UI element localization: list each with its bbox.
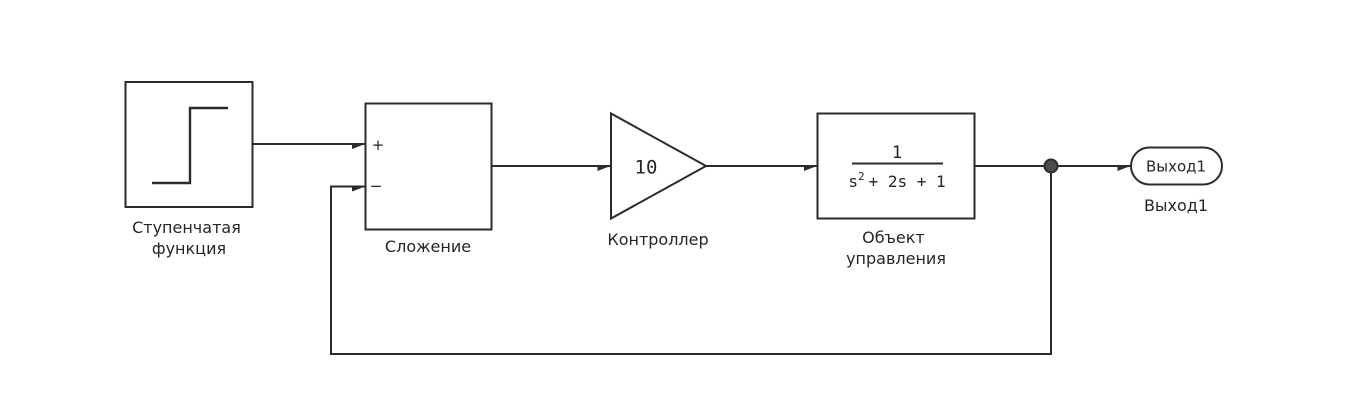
plant-block[interactable]: 1 s2+ 2s + 1 Объект управления bbox=[816, 112, 976, 269]
outport-block-body[interactable] bbox=[1130, 146, 1223, 186]
sum-port-minus: − bbox=[370, 177, 383, 195]
tf-denominator: s2+ 2s + 1 bbox=[848, 170, 945, 191]
gain-block-label: Контроллер bbox=[607, 230, 708, 249]
sum-port-plus: + bbox=[372, 136, 385, 154]
wire-feedback[interactable] bbox=[330, 166, 1052, 355]
step-block-label: Ступенчатая функция bbox=[132, 218, 246, 258]
branch-junction[interactable] bbox=[1043, 158, 1059, 174]
step-signal-icon bbox=[152, 106, 228, 185]
tf-numerator: 1 bbox=[892, 143, 902, 163]
gain-value: 10 bbox=[635, 157, 658, 179]
plant-block-label: Объект управления bbox=[846, 228, 946, 268]
gain-block[interactable]: 10 Контроллер bbox=[607, 111, 709, 250]
sum-block-body[interactable] bbox=[364, 102, 493, 231]
sum-block-label: Сложение bbox=[385, 237, 471, 256]
sum-block[interactable]: + − Сложение bbox=[364, 102, 493, 257]
step-block[interactable]: Ступенчатая функция bbox=[124, 81, 254, 258]
outport-block-label: Выход1 bbox=[1144, 196, 1208, 215]
plant-block-body[interactable] bbox=[816, 112, 976, 220]
outport-block[interactable]: Выход1 Выход1 bbox=[1130, 146, 1223, 216]
gain-block-body[interactable] bbox=[610, 111, 709, 221]
outport-port-text: Выход1 bbox=[1146, 158, 1206, 176]
wires bbox=[252, 143, 1131, 355]
